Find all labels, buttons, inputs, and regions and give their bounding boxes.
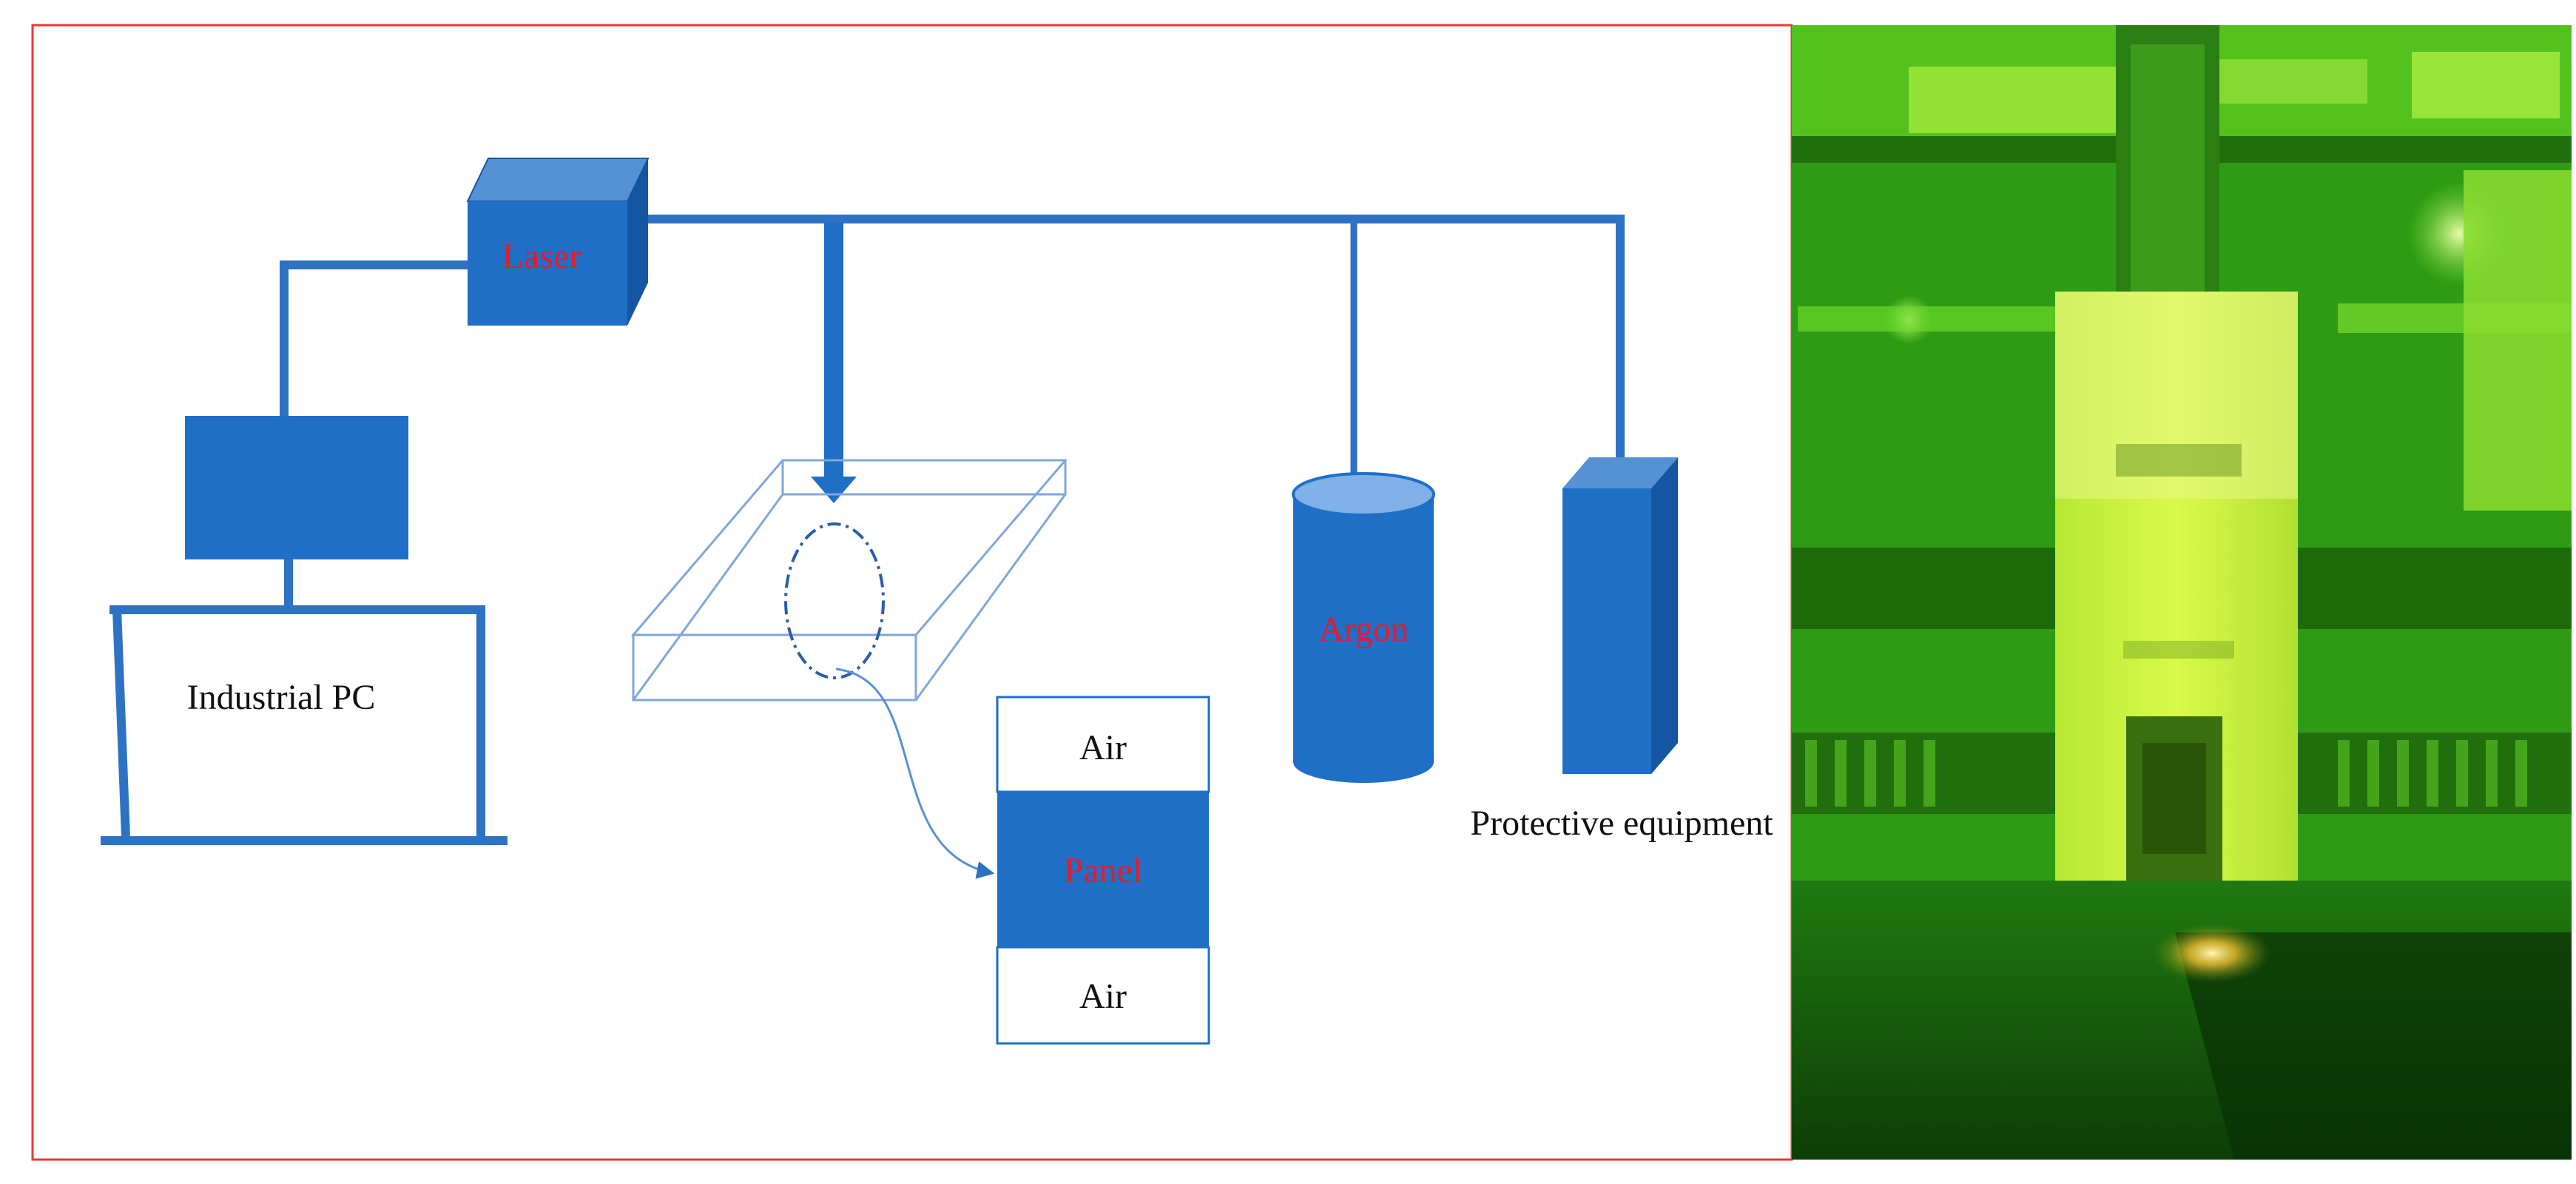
industrial-pc (101, 605, 508, 845)
laser-label: Laser (502, 237, 581, 276)
layer-stack: Air Panel Air (996, 696, 1210, 1045)
air-bottom-label: Air (1079, 977, 1127, 1016)
argon-label: Argon (1318, 610, 1409, 649)
diagram-frame (31, 24, 1793, 1161)
laser-beam-arrow (811, 222, 857, 503)
protective-equipment-box (1562, 457, 1678, 774)
photo-sparks (2153, 924, 2271, 983)
controller-box (185, 416, 408, 559)
zoom-arrow (835, 667, 995, 879)
industrial-pc-label: Industrial PC (187, 678, 376, 717)
schematic-diagram: Laser Industrial PC Air Panel (31, 24, 1793, 1161)
argon-cylinder: Argon (1292, 472, 1435, 783)
wiring (280, 215, 1625, 608)
air-top-label: Air (1079, 728, 1127, 767)
workpiece-tray (630, 459, 1068, 702)
laser-box: Laser (466, 158, 650, 326)
air-bottom-box (996, 946, 1210, 1045)
focus-ellipse (784, 522, 885, 679)
panel-label: Panel (1064, 851, 1143, 890)
pc-to-laser-line (280, 260, 468, 416)
factory-photo (1792, 25, 2572, 1160)
protective-equipment-label: Protective equipment (1470, 804, 1773, 843)
panel-box (997, 792, 1209, 947)
